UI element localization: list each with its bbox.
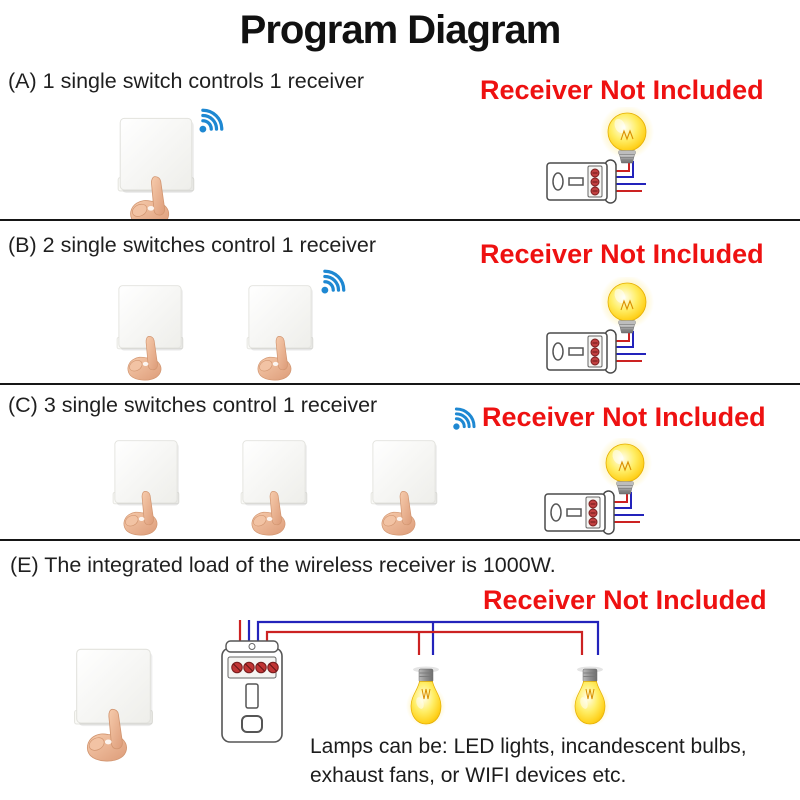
section-a-warning: Receiver Not Included [480, 75, 764, 105]
receiver-with-bulb [545, 107, 660, 207]
section-divider [0, 219, 800, 221]
wire-blue-circuit [256, 620, 600, 666]
section-b: (B) 2 single switches control 1 receiver… [0, 221, 800, 383]
light-bulb-hanging [405, 666, 447, 728]
section-e: (E) The integrated load of the wireless … [0, 541, 800, 800]
section-a-label: (A) 1 single switch controls 1 receiver [8, 69, 365, 93]
switch-with-pointing-hand [106, 435, 186, 538]
receiver-with-bulb [543, 438, 658, 538]
wifi-signal-icon [196, 106, 226, 136]
section-c-label: (C) 3 single switches control 1 receiver [8, 393, 378, 417]
receiver-vertical [221, 640, 283, 743]
wire-red-circuit [265, 630, 584, 666]
section-divider [0, 539, 800, 541]
light-bulb-hanging [569, 666, 611, 728]
section-divider [0, 383, 800, 385]
switch-with-pointing-hand [240, 280, 320, 383]
section-e-warning: Receiver Not Included [483, 585, 767, 615]
section-c: (C) 3 single switches control 1 receiver… [0, 385, 800, 539]
section-a: (A) 1 single switch controls 1 receiver … [0, 55, 800, 219]
section-c-warning: Receiver Not Included [482, 402, 766, 432]
page-title: Program Diagram [239, 8, 562, 52]
wifi-signal-icon [450, 405, 478, 433]
switch-with-pointing-hand [66, 643, 161, 764]
switch-with-pointing-hand [364, 435, 444, 538]
switch-with-pointing-hand [110, 112, 202, 219]
wifi-signal-icon [318, 267, 348, 297]
switch-with-pointing-hand [234, 435, 314, 538]
receiver-with-bulb [545, 277, 660, 377]
section-b-warning: Receiver Not Included [480, 239, 764, 269]
lamps-note-line2: exhaust fans, or WIFI devices etc. [310, 764, 627, 787]
section-e-label: (E) The integrated load of the wireless … [10, 553, 556, 577]
lamps-note-line1: Lamps can be: LED lights, incandescent b… [310, 735, 747, 758]
wiring-circuit [221, 620, 611, 743]
switch-with-pointing-hand [110, 280, 190, 383]
section-b-label: (B) 2 single switches control 1 receiver [8, 233, 377, 257]
